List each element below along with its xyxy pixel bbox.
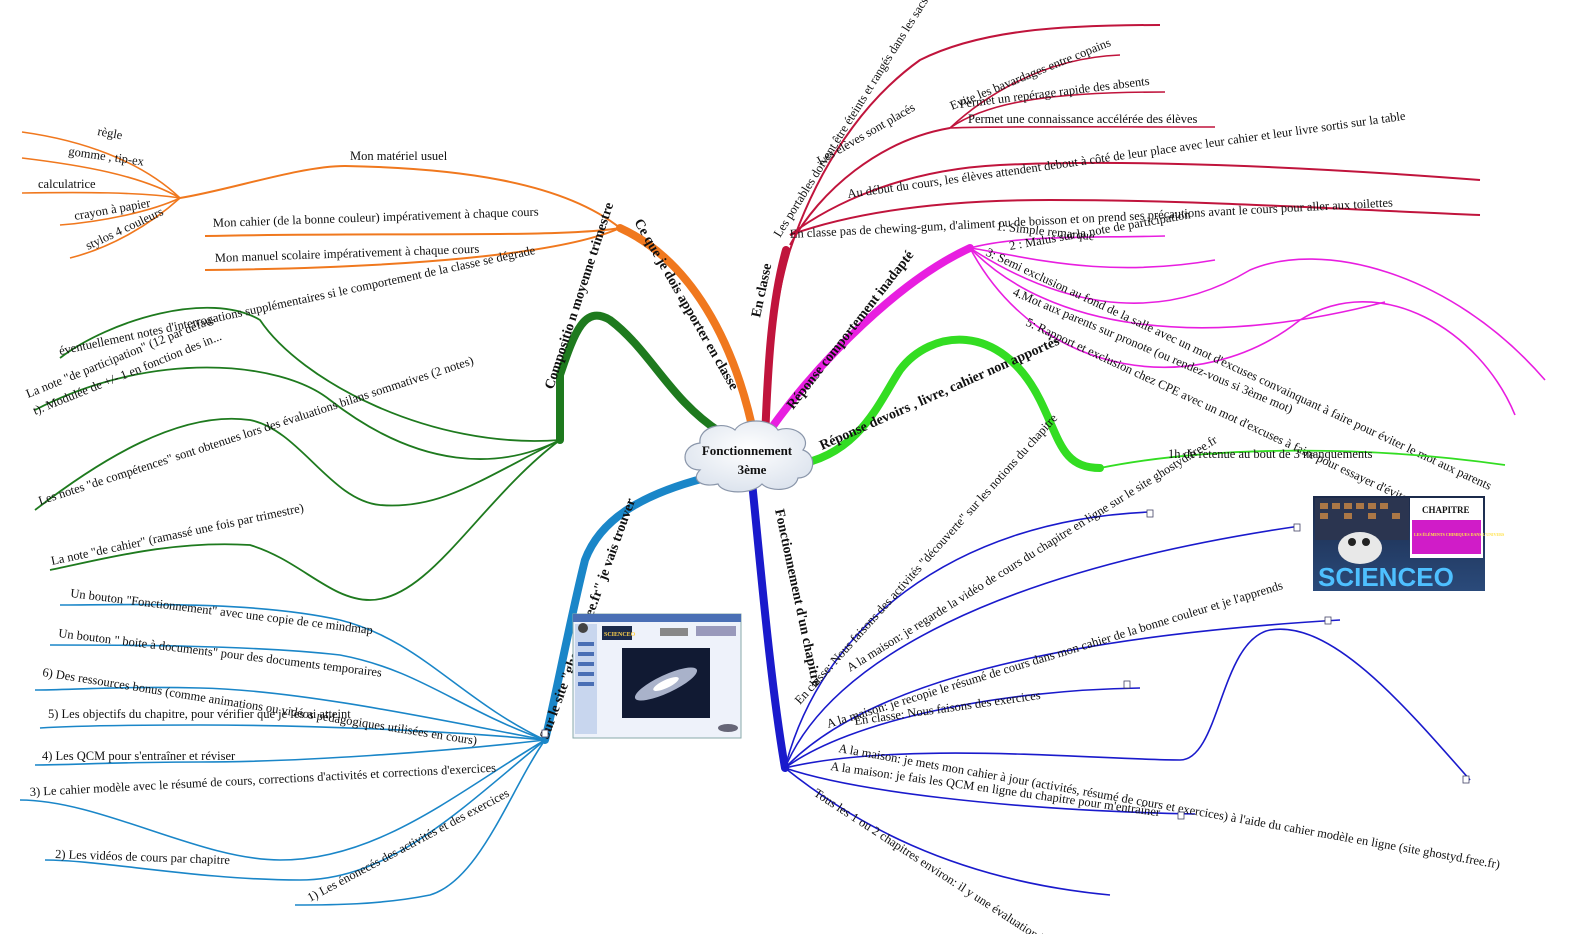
materiel-item-calculatrice: calculatrice	[38, 177, 96, 191]
site-thumbnail[interactable]: SCIENCEO	[572, 613, 742, 739]
site-thumb-logo: SCIENCEO	[604, 632, 636, 638]
branch-devoirs-title: Réponse devoirs , livre, cahier non appo…	[818, 334, 1063, 454]
devoirs-retenue: 1h de retenue au bout de 3 manquements	[1168, 447, 1373, 461]
branch-moyenne[interactable]	[34, 306, 724, 601]
chapitre-thumb-sub: LES ÉLÉMENTS CHIMIQUES DANS L'UNIVERS	[1414, 532, 1505, 537]
branch-devoirs[interactable]	[791, 335, 1506, 472]
branch-comportement-title: Réponse comportement inadapté	[784, 248, 917, 412]
materiel-cahier-label: Mon cahier (de la bonne couleur) impérat…	[213, 205, 539, 230]
link-icons	[541, 509, 1470, 820]
branch-chapitre-title: Fonctionnement d'un chapitre	[771, 508, 823, 688]
materiel-manuel-label: Mon manuel scolaire impérativement à cha…	[215, 242, 480, 265]
chapitre-item-2: A la maison: je regarde la vidéo de cour…	[844, 432, 1220, 674]
central-topic[interactable]: Fonctionnement 3ème	[684, 420, 814, 493]
en-classe-places-item-3: Permet une connaissance accélérée des él…	[968, 112, 1198, 126]
materiel-item-regle: règle	[96, 124, 123, 142]
branch-comportement[interactable]	[766, 235, 1546, 434]
branch-materiel-title: Ce que je dois apporter en classe	[631, 217, 741, 393]
site-item-7: 2) Les vidéos de cours par chapitre	[55, 847, 231, 867]
branch-moyenne-title: Compositio n moyenne trimestre	[543, 201, 618, 391]
moyenne-cahier-label: La note "de cahier" (ramassé une fois pa…	[50, 501, 305, 568]
branch-site[interactable]	[19, 474, 709, 906]
branch-chapitre[interactable]	[748, 478, 1471, 896]
central-topic-line1: Fonctionnement	[702, 443, 793, 458]
chapitre-item-5: A la maison: je mets mon cahier à jour (…	[837, 741, 1501, 871]
branch-en-classe[interactable]	[761, 24, 1481, 444]
materiel-usuel-label: Mon matériel usuel	[350, 149, 448, 163]
materiel-item-gomme: gomme , tip-ex	[68, 144, 146, 169]
chapitre-thumbnail[interactable]: CHAPITRE LES ÉLÉMENTS CHIMIQUES DANS L'U…	[1313, 496, 1505, 592]
chapitre-item-7: Tous les 1 ou 2 chapitres environ: il y …	[811, 786, 1065, 934]
chapitre-thumb-logo: SCIENCEO	[1318, 562, 1454, 592]
site-item-4: 5) Les objectifs du chapitre, pour vérif…	[48, 707, 351, 721]
central-topic-line2: 3ème	[738, 462, 767, 477]
chapitre-thumb-top: CHAPITRE	[1422, 505, 1470, 515]
site-item-5: 4) Les QCM pour s'entraîner et réviser	[42, 749, 236, 763]
site-item-2: Un bouton " boite à documents" pour des …	[58, 626, 383, 680]
site-item-8: 1) Les énonecés des activités et des exe…	[305, 786, 512, 905]
site-item-6: 3) Le cahier modèle avec le résumé de co…	[29, 761, 496, 799]
site-item-1: Un bouton "Fonctionnement" avec une copi…	[70, 586, 374, 637]
branch-materiel[interactable]	[21, 131, 759, 444]
